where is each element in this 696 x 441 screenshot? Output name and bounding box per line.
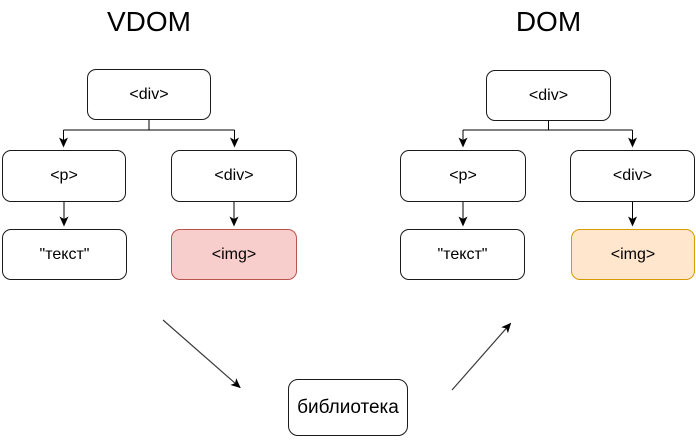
- vdom-title: VDOM: [107, 6, 191, 37]
- vdom-child-div-node: <div>: [171, 150, 297, 202]
- vdom-p-node: <p>: [2, 150, 126, 202]
- dom-root-div-node: <div>: [486, 70, 611, 121]
- library-to-dom-arrow: [451, 322, 512, 391]
- vdom-root-div-node: <div>: [87, 69, 211, 120]
- vdom-to-library-arrow: [162, 319, 241, 389]
- vdom-text-node: "текст": [2, 229, 127, 280]
- dom-text-node: "текст": [400, 229, 525, 280]
- library-node: библиотека: [288, 379, 408, 436]
- dom-p-node: <p>: [400, 150, 526, 202]
- vdom-img-node: <img>: [171, 229, 297, 280]
- dom-title: DOM: [515, 6, 582, 37]
- dom-img-node: <img>: [571, 229, 695, 280]
- dom-child-div-node: <div>: [570, 150, 695, 202]
